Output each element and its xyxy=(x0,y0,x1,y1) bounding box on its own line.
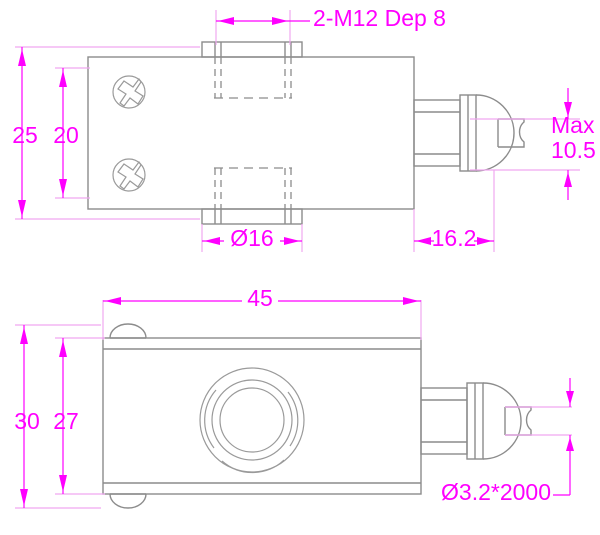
dim-label-height-body: 20 xyxy=(53,122,79,148)
top-view-screw-lower xyxy=(112,158,146,192)
dim-arrow-20-top xyxy=(59,70,67,87)
dim-arrow-45-left xyxy=(105,297,121,305)
dim-arrow-30-top xyxy=(20,327,28,344)
top-view-group xyxy=(87,41,525,225)
dim-label-height-overall: 25 xyxy=(12,122,38,148)
top-view-connector-assembly xyxy=(413,94,525,172)
dim-arrow-162-right xyxy=(477,237,492,245)
dim-label-cable-max-line2: 10.5 xyxy=(551,137,596,163)
dim-arrow-cable-bottom xyxy=(566,437,574,451)
side-view-dimensions: 45 30 27 Ø3.2*2000 xyxy=(14,285,574,509)
dim-arrow-45-right xyxy=(403,297,419,305)
dim-arrow-d16-right xyxy=(284,237,300,245)
dim-arrow-30-bottom xyxy=(20,489,28,506)
dim-label-bore-diameter: Ø16 xyxy=(230,225,273,251)
dim-label-cable-spec: Ø3.2*2000 xyxy=(441,479,551,505)
side-view-group xyxy=(102,323,532,509)
dim-label-width-overall: 30 xyxy=(14,408,40,434)
side-view-bottom-bump xyxy=(109,493,147,509)
top-view-lower-m12-boss xyxy=(201,208,303,225)
top-view-lower-m12-thread-hidden xyxy=(214,167,292,209)
dim-arrow-162-left xyxy=(416,237,431,245)
dim-arrow-27-bottom xyxy=(59,475,67,492)
dim-arrow-20-bottom xyxy=(59,179,67,196)
dim-arrow-d16-left xyxy=(204,237,220,245)
dim-arrow-max-bottom xyxy=(564,172,572,187)
top-view-upper-m12-boss xyxy=(201,41,303,58)
top-view-screw-upper xyxy=(112,75,146,109)
dim-arrow-25-bottom xyxy=(18,200,26,217)
dim-arrow-25-top xyxy=(18,49,26,66)
top-view-dimensions: 25 20 2-M12 Dep 8 Ø16 16.2 xyxy=(12,5,596,252)
dim-arrow-max-top xyxy=(564,102,572,117)
dim-arrow-27-top xyxy=(59,340,67,357)
top-view-upper-m12-thread-hidden xyxy=(214,57,292,99)
dim-label-width-body: 27 xyxy=(53,408,79,434)
dim-arrow-m12-left xyxy=(218,17,234,25)
dim-label-connector-length: 16.2 xyxy=(432,225,477,251)
side-view-circular-boss xyxy=(199,367,305,474)
dim-label-thread-callout: 2-M12 Dep 8 xyxy=(313,5,446,31)
dim-label-length-overall: 45 xyxy=(247,285,273,311)
dim-arrow-cable-top xyxy=(566,391,574,405)
dim-arrow-m12-right xyxy=(272,17,288,25)
side-view-connector-assembly xyxy=(420,382,532,460)
side-view-top-bump xyxy=(109,323,147,339)
dim-label-cable-max-line1: Max xyxy=(551,112,595,138)
